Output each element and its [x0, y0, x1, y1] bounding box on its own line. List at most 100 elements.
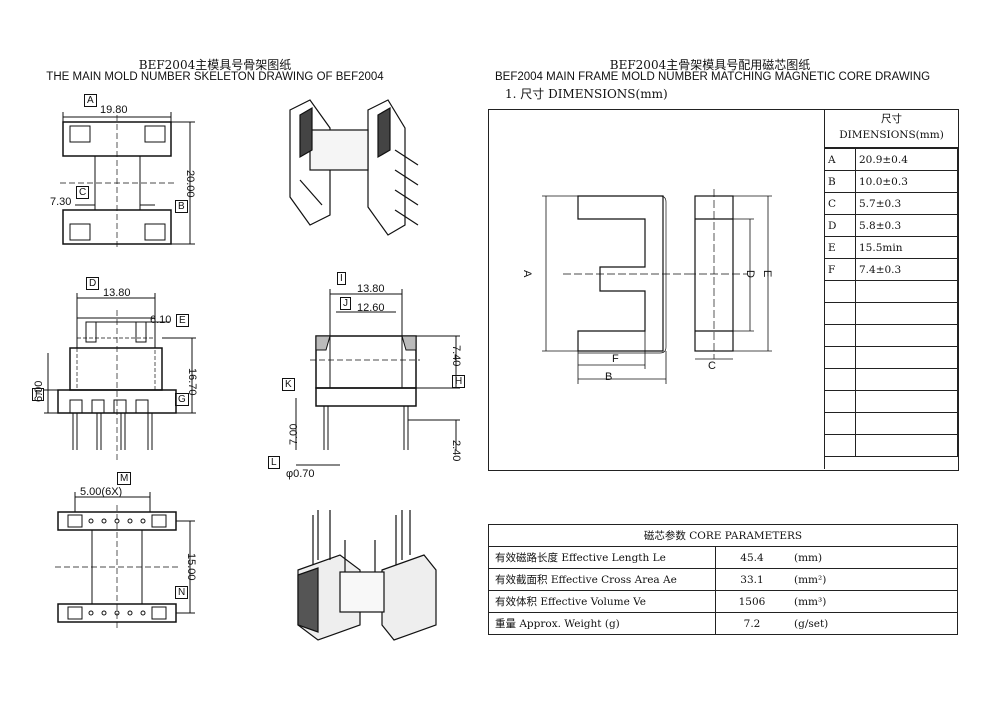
- bobbin-drawings: [44, 99, 460, 641]
- table-row: [824, 280, 958, 303]
- dim-k-value: 7.00: [288, 423, 300, 445]
- dim-key: [824, 434, 856, 457]
- param-value: 33.1: [715, 568, 788, 591]
- dim-e-value: 6.10: [150, 314, 172, 326]
- dim-value: 10.0±0.3: [855, 170, 958, 193]
- bobbin-bottom-view: [55, 492, 195, 630]
- dim-c-value: 7.30: [50, 196, 72, 208]
- table-header-row: 磁芯参数 CORE PARAMETERS: [488, 524, 958, 547]
- table-row: [824, 346, 958, 369]
- dim-d-tag: D: [86, 277, 100, 290]
- dim-value: [855, 390, 958, 413]
- dim-key: F: [824, 258, 856, 281]
- bobbin-front-view: [44, 293, 196, 460]
- dim-key: [824, 280, 856, 303]
- dim-value: 20.9±0.4: [855, 148, 958, 171]
- table-row: 有效磁路长度 Effective Length Le 45.4 (mm): [488, 546, 958, 569]
- core-dim-e: E: [761, 270, 773, 278]
- left-cn-title: BEF2004主模具号骨架图纸: [138, 58, 292, 72]
- core-parameters-table: 磁芯参数 CORE PARAMETERS 有效磁路长度 Effective Le…: [488, 524, 958, 635]
- dim-key: [824, 412, 856, 435]
- dim-c-tag: C: [76, 186, 90, 199]
- dim-e-tag: E: [176, 314, 189, 327]
- dim-key: D: [824, 214, 856, 237]
- bobbin-top-view: [60, 112, 195, 250]
- dim-key: [824, 324, 856, 347]
- dim-a-tag: A: [84, 94, 97, 107]
- right-cn-title: BEF2004主骨架模具号配用磁芯图纸: [609, 58, 811, 72]
- dim-value: 15.5min: [855, 236, 958, 259]
- table-row: [824, 412, 958, 435]
- dim-d-value: 13.80: [103, 287, 131, 299]
- bobbin-side-view: [295, 289, 460, 466]
- right-en-title: BEF2004 MAIN FRAME MOLD NUMBER MATCHING …: [495, 71, 931, 83]
- dim-value: 5.8±0.3: [855, 214, 958, 237]
- param-unit: (mm³): [788, 590, 958, 613]
- dim-f-tag: F: [32, 388, 45, 401]
- dim-extra-value: 2.40: [450, 440, 462, 462]
- core-dim-b: B: [605, 371, 613, 383]
- table-row: 重量 Approx. Weight (g) 7.2 (g/set): [488, 612, 958, 635]
- dim-l-value: φ0.70: [286, 468, 315, 480]
- param-value: 45.4: [715, 546, 788, 569]
- dim-value: [855, 434, 958, 457]
- dim-value: [855, 324, 958, 347]
- dim-key: C: [824, 192, 856, 215]
- dim-key: [824, 346, 856, 369]
- dim-n-tag: N: [175, 586, 189, 599]
- dim-value: [855, 368, 958, 391]
- dim-g-value: 16.70: [186, 368, 198, 396]
- param-unit: (mm²): [788, 568, 958, 591]
- left-en-title: THE MAIN MOLD NUMBER SKELETON DRAWING OF…: [46, 71, 384, 83]
- dim-l-tag: L: [268, 456, 280, 469]
- param-label: 有效磁路长度 Effective Length Le: [488, 546, 716, 569]
- dim-g-tag: G: [175, 393, 189, 406]
- core-dim-c: C: [708, 360, 716, 372]
- dim-b-tag: B: [175, 200, 188, 213]
- dim-key: B: [824, 170, 856, 193]
- table-row: [824, 390, 958, 413]
- table-row: [824, 302, 958, 325]
- dim-h-tag: H: [452, 375, 466, 388]
- dim-key: [824, 302, 856, 325]
- dim-value: 5.7±0.3: [855, 192, 958, 215]
- dim-key: A: [824, 148, 856, 171]
- dim-a-value: 19.80: [100, 104, 128, 116]
- dim-key: E: [824, 236, 856, 259]
- core-dim-f: F: [612, 353, 619, 365]
- dim-key: [824, 368, 856, 391]
- core-dim-d: D: [744, 270, 756, 278]
- core-drawing-frame: [488, 109, 959, 471]
- bobbin-iso-top: [289, 99, 419, 236]
- dim-i-value: 13.80: [357, 283, 385, 295]
- core-drawing: [542, 189, 772, 384]
- dim-n-value: 15.00: [185, 553, 197, 581]
- section-title: 1. 尺寸 DIMENSIONS(mm): [505, 87, 668, 101]
- table-row: 有效体积 Effective Volume Ve 1506 (mm³): [488, 590, 958, 613]
- param-label: 有效截面积 Effective Cross Area Ae: [488, 568, 716, 591]
- dim-h-value: 7.40: [450, 345, 462, 367]
- table-row: [824, 324, 958, 347]
- dim-j-value: 12.60: [357, 302, 385, 314]
- dim-table-header-en: DIMENSIONS(mm): [839, 129, 944, 141]
- dim-value: [855, 280, 958, 303]
- dim-value: [855, 412, 958, 435]
- table-row: 有效截面积 Effective Cross Area Ae 33.1 (mm²): [488, 568, 958, 591]
- table-row: [824, 368, 958, 391]
- table-row: [824, 434, 958, 457]
- dim-key: [824, 390, 856, 413]
- param-label: 重量 Approx. Weight (g): [488, 612, 716, 635]
- bobbin-iso-bottom: [297, 510, 437, 641]
- dim-value: 7.4±0.3: [855, 258, 958, 281]
- dim-value: [855, 302, 958, 325]
- param-unit: (mm): [788, 546, 958, 569]
- dim-j-tag: J: [340, 297, 351, 310]
- dim-table-header-cn: 尺寸: [881, 113, 902, 125]
- dim-m-value: 5.00(6X): [80, 486, 123, 498]
